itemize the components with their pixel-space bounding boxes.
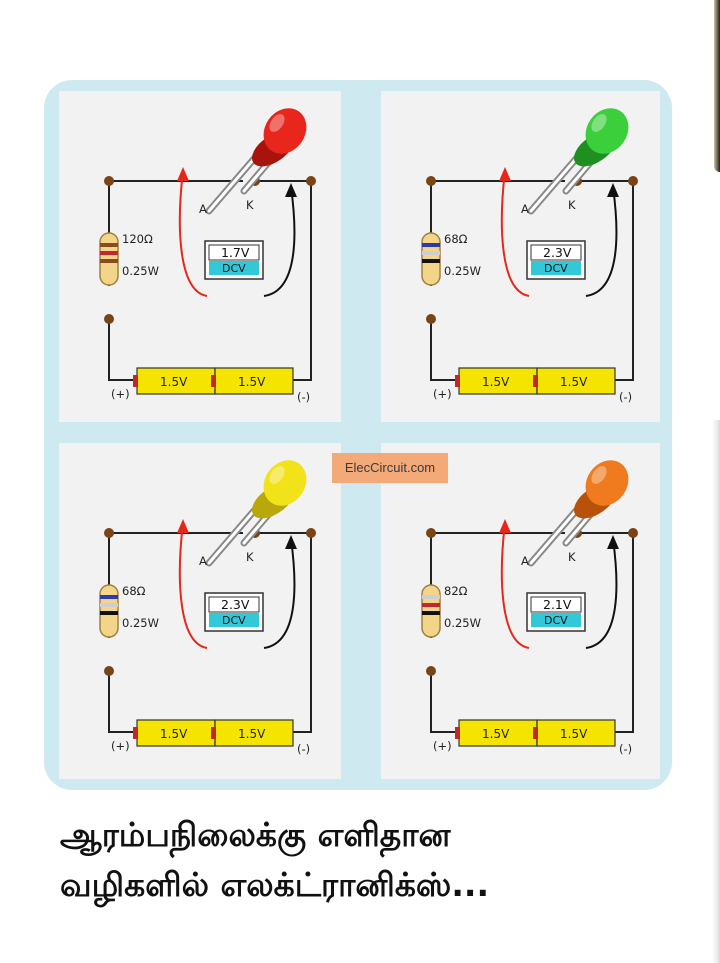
voltmeter bbox=[204, 240, 264, 280]
circuit-diagram: 68Ω 0.25W A K bbox=[421, 108, 638, 404]
resistance-label: 82Ω bbox=[444, 584, 468, 598]
node-dot bbox=[426, 666, 436, 676]
node-dot bbox=[104, 528, 114, 538]
voltmeter bbox=[204, 592, 264, 632]
probe-red-arrowhead bbox=[177, 519, 189, 533]
circuit-panel-red: 120Ω 0.25W A K bbox=[59, 91, 341, 422]
negative-terminal-label: (-) bbox=[297, 742, 310, 756]
node-dot bbox=[426, 314, 436, 324]
circuit-diagram: 120Ω 0.25W A K bbox=[99, 108, 316, 404]
probe-black-arrowhead bbox=[285, 535, 297, 549]
circuit-panel-orange: 82Ω 0.25W A K bbox=[381, 443, 660, 779]
battery-1-label: 1.5V bbox=[160, 375, 188, 389]
positive-terminal-label: (+) bbox=[111, 387, 130, 401]
probe-red-arrowhead bbox=[499, 519, 511, 533]
probe-black-arrow bbox=[585, 538, 618, 649]
probe-black-arrowhead bbox=[607, 535, 619, 549]
probe-red-arrow bbox=[178, 170, 208, 297]
cathode-label: K bbox=[568, 198, 576, 212]
resistor bbox=[99, 232, 119, 286]
power-label: 0.25W bbox=[444, 264, 481, 278]
voltage-reading: 2.3V bbox=[221, 597, 250, 612]
anode-label: A bbox=[521, 554, 529, 568]
edge-shadow bbox=[712, 420, 720, 963]
battery-pack bbox=[133, 367, 294, 395]
battery-1-label: 1.5V bbox=[160, 727, 188, 741]
negative-terminal-label: (-) bbox=[619, 742, 632, 756]
anode-label: A bbox=[521, 202, 529, 216]
battery-2-label: 1.5V bbox=[238, 727, 266, 741]
battery-1-label: 1.5V bbox=[482, 375, 510, 389]
voltage-reading: 2.1V bbox=[543, 597, 572, 612]
circuit-diagram-frame[interactable]: 120Ω 0.25W A K bbox=[44, 80, 672, 790]
node-dot bbox=[104, 176, 114, 186]
negative-terminal-label: (-) bbox=[619, 390, 632, 404]
voltage-reading: 1.7V bbox=[221, 245, 250, 260]
resistance-label: 68Ω bbox=[444, 232, 468, 246]
edge-shadow bbox=[714, 0, 720, 172]
power-label: 0.25W bbox=[444, 616, 481, 630]
article-caption[interactable]: ஆரம்பநிலைக்கு எளிதான வழிகளில் எலக்ட்ரானி… bbox=[60, 810, 700, 910]
probe-red-arrowhead bbox=[499, 167, 511, 181]
watermark: ElecCircuit.com bbox=[332, 453, 448, 483]
resistor bbox=[421, 584, 441, 638]
node-dot bbox=[426, 176, 436, 186]
led bbox=[205, 108, 307, 215]
positive-terminal-label: (+) bbox=[111, 739, 130, 753]
positive-terminal-label: (+) bbox=[433, 739, 452, 753]
node-dot bbox=[104, 314, 114, 324]
probe-black-arrowhead bbox=[607, 183, 619, 197]
node-dot bbox=[628, 176, 638, 186]
meter-mode-label: DCV bbox=[544, 262, 568, 275]
meter-mode-label: DCV bbox=[222, 262, 246, 275]
battery-pack bbox=[455, 367, 616, 395]
cathode-label: K bbox=[246, 198, 254, 212]
power-label: 0.25W bbox=[122, 616, 159, 630]
node-dot bbox=[306, 176, 316, 186]
circuit-diagram: 68Ω 0.25W A K bbox=[99, 460, 316, 756]
node-dot bbox=[426, 528, 436, 538]
resistance-label: 120Ω bbox=[122, 232, 153, 246]
node-dot bbox=[628, 528, 638, 538]
battery-pack bbox=[455, 719, 616, 747]
caption-line-2: வழிகளில் எலக்ட்ரானிக்ஸ்... bbox=[60, 865, 489, 904]
battery-2-label: 1.5V bbox=[238, 375, 266, 389]
probe-red-arrowhead bbox=[177, 167, 189, 181]
negative-terminal-label: (-) bbox=[297, 390, 310, 404]
voltmeter bbox=[526, 592, 586, 632]
meter-mode-label: DCV bbox=[222, 614, 246, 627]
caption-line-1: ஆரம்பநிலைக்கு எளிதான bbox=[60, 815, 451, 854]
voltage-reading: 2.3V bbox=[543, 245, 572, 260]
battery-2-label: 1.5V bbox=[560, 375, 588, 389]
battery-1-label: 1.5V bbox=[482, 727, 510, 741]
led bbox=[527, 108, 629, 215]
probe-black-arrow bbox=[263, 538, 296, 649]
circuit-diagram: 82Ω 0.25W A K bbox=[421, 460, 638, 756]
anode-label: A bbox=[199, 554, 207, 568]
resistor bbox=[99, 584, 119, 638]
meter-mode-label: DCV bbox=[544, 614, 568, 627]
probe-red-arrow bbox=[500, 522, 530, 649]
power-label: 0.25W bbox=[122, 264, 159, 278]
battery-2-label: 1.5V bbox=[560, 727, 588, 741]
probe-red-arrow bbox=[178, 522, 208, 649]
positive-terminal-label: (+) bbox=[433, 387, 452, 401]
node-dot bbox=[306, 528, 316, 538]
node-dot bbox=[104, 666, 114, 676]
cathode-label: K bbox=[568, 550, 576, 564]
cathode-label: K bbox=[246, 550, 254, 564]
circuit-panel-yellow: 68Ω 0.25W A K bbox=[59, 443, 341, 779]
resistor bbox=[421, 232, 441, 286]
probe-black-arrowhead bbox=[285, 183, 297, 197]
voltmeter bbox=[526, 240, 586, 280]
probe-black-arrow bbox=[263, 186, 296, 297]
led bbox=[527, 460, 629, 567]
battery-pack bbox=[133, 719, 294, 747]
probe-black-arrow bbox=[585, 186, 618, 297]
probe-red-arrow bbox=[500, 170, 530, 297]
anode-label: A bbox=[199, 202, 207, 216]
led bbox=[205, 460, 307, 567]
resistance-label: 68Ω bbox=[122, 584, 146, 598]
circuit-panel-green: 68Ω 0.25W A K bbox=[381, 91, 660, 422]
